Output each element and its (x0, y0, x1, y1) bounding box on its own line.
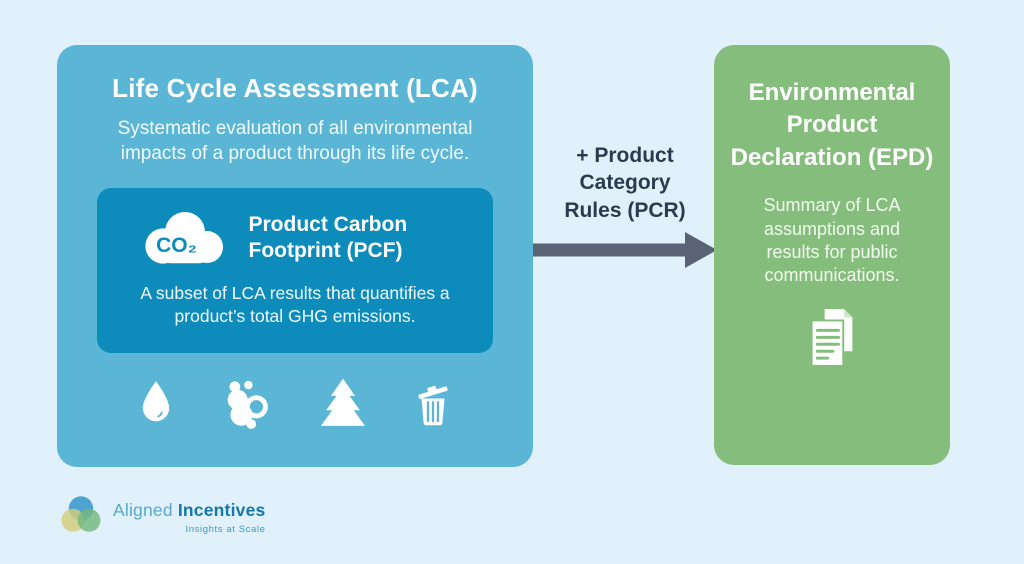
three-circles-logo-icon (58, 494, 104, 541)
pcf-title: Product Carbon Footprint (PCF) (248, 212, 408, 263)
document-icon (714, 306, 950, 375)
logo-name: Aligned Incentives (113, 500, 265, 521)
right-arrow-icon (533, 232, 717, 268)
logo-tagline: Insights at Scale (185, 524, 266, 535)
lca-title: Life Cycle Assessment (LCA) (112, 73, 478, 103)
pcf-card: CO₂ Product Carbon Footprint (PCF) A sub… (97, 188, 493, 354)
co2-cloud-icon: CO₂ (137, 206, 229, 270)
aligned-incentives-logo: Aligned Incentives Insights at Scale (58, 494, 265, 541)
emissions-smoke-icon (218, 376, 276, 432)
epd-description: Summary of LCA assumptions and results f… (763, 195, 901, 286)
lca-description: Systematic evaluation of all environment… (117, 118, 473, 165)
trash-bin-icon (410, 376, 456, 432)
pcr-label: + Product Category Rules (PCR) (564, 144, 686, 222)
pine-tree-icon (316, 375, 370, 433)
water-droplet-icon (134, 376, 178, 432)
logo-name-incentives: Incentives (177, 500, 266, 520)
impact-icons-row (57, 375, 533, 433)
logo-name-aligned: Aligned (113, 500, 173, 520)
pcf-header: CO₂ Product Carbon Footprint (PCF) (97, 206, 493, 270)
epd-title: Environmental Product Declaration (EPD) (730, 79, 934, 171)
pcf-description: A subset of LCA results that quantifies … (140, 283, 450, 326)
logo-text: Aligned Incentives Insights at Scale (113, 494, 265, 535)
lca-card: Life Cycle Assessment (LCA) Systematic e… (57, 45, 533, 467)
epd-card: Environmental Product Declaration (EPD) … (714, 45, 950, 465)
co2-label: CO₂ (156, 234, 197, 258)
